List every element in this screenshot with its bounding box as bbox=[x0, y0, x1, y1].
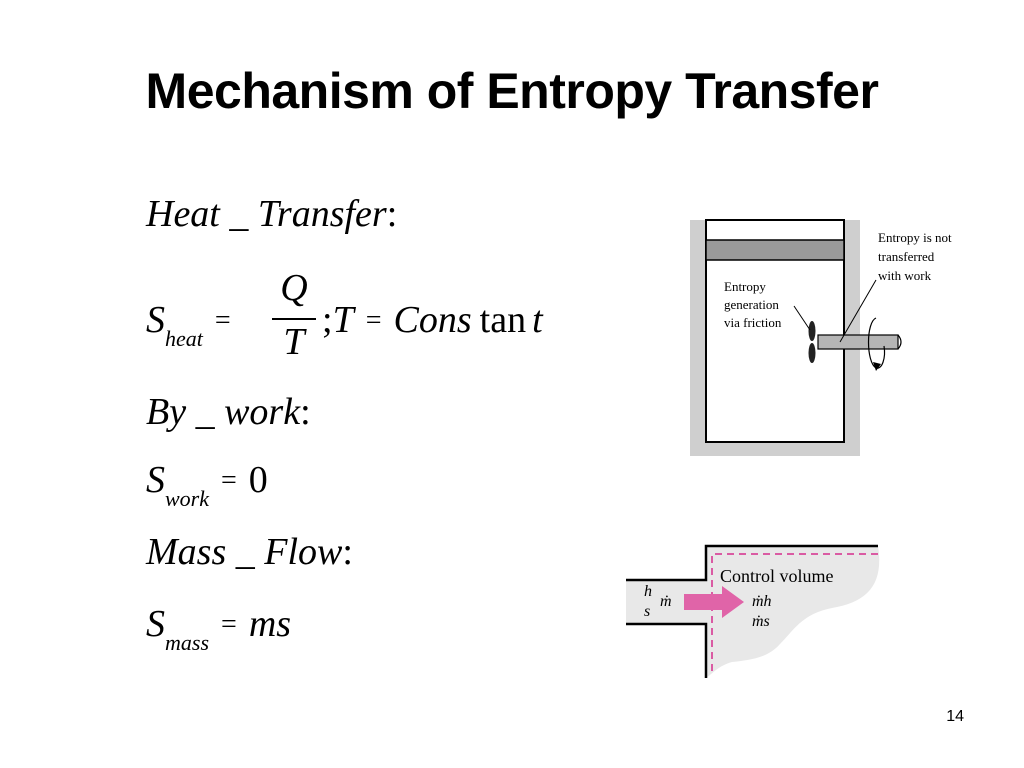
s-symbol: S bbox=[146, 299, 165, 341]
s-symbol: S bbox=[146, 603, 165, 645]
note-generation-1: Entropy bbox=[724, 279, 766, 294]
cylinder-wall-bottom bbox=[690, 442, 860, 456]
control-volume-region bbox=[626, 546, 880, 678]
note-not-transferred-1: Entropy is not bbox=[878, 230, 952, 245]
equals-sign: = bbox=[221, 465, 237, 496]
pipe-top-wall bbox=[626, 544, 878, 582]
slide-title: Mechanism of Entropy Transfer bbox=[145, 63, 879, 119]
colon: : bbox=[300, 391, 311, 433]
s-work-equation: Swork = 0 bbox=[146, 458, 268, 511]
rotation-arrow-head bbox=[873, 362, 881, 371]
heat-subscript: heat bbox=[165, 326, 203, 351]
mass-flow-figure: Control volume h s ṁ ṁh ṁs bbox=[626, 544, 880, 678]
page-number: 14 bbox=[946, 708, 964, 725]
flow-arrow bbox=[684, 586, 744, 618]
inlet-s: s bbox=[644, 603, 650, 620]
note-not-transferred-2: transferred bbox=[878, 249, 935, 264]
mass-flow-text: Mass _ Flow bbox=[146, 531, 343, 573]
s-symbol: S bbox=[146, 459, 165, 501]
note-not-transferred-3: with work bbox=[878, 268, 932, 283]
cylinder-wall-left bbox=[690, 220, 706, 456]
shaft-end bbox=[897, 334, 902, 350]
equals-sign: = bbox=[214, 305, 231, 336]
inlet-h: h bbox=[644, 583, 652, 600]
denominator-t: T bbox=[283, 321, 305, 363]
zero-value: 0 bbox=[248, 459, 268, 501]
equals-sign: = bbox=[365, 305, 382, 336]
leader-not-transferred bbox=[839, 279, 877, 343]
note-generation-2: generation bbox=[724, 297, 779, 312]
s-mass-equation: Smass = ms bbox=[146, 602, 292, 655]
by-work-text: By _ work bbox=[146, 391, 301, 433]
equals-sign: = bbox=[221, 609, 237, 640]
by-work-label: By _ work: bbox=[146, 390, 311, 434]
inlet-m-dot: ṁ bbox=[660, 593, 672, 610]
semicolon: ; bbox=[322, 299, 333, 341]
paddle-blade-top bbox=[808, 321, 816, 341]
ms-text: ms bbox=[248, 603, 292, 645]
leader-generation bbox=[793, 305, 811, 331]
numerator-q: Q bbox=[280, 267, 308, 309]
shaft bbox=[817, 334, 899, 350]
cons-text: Cons bbox=[393, 299, 472, 341]
mass-flow-label: Mass _ Flow: bbox=[146, 530, 353, 574]
work-subscript: work bbox=[165, 486, 209, 511]
mass-subscript: mass bbox=[165, 630, 210, 655]
s-heat-equation: Sheat = bbox=[146, 298, 243, 351]
heat-transfer-text: Heat _ Transfer bbox=[146, 193, 387, 235]
pipe-bottom-wall bbox=[626, 622, 708, 678]
heat-transfer-label: Heat _ Transfer: bbox=[146, 192, 397, 236]
colon: : bbox=[342, 531, 353, 573]
tan-text: tan bbox=[479, 299, 527, 341]
outlet-ms: ṁs bbox=[752, 613, 770, 630]
colon: : bbox=[386, 193, 398, 235]
outlet-mh: ṁh bbox=[752, 593, 772, 610]
control-volume-label: Control volume bbox=[720, 566, 834, 586]
t-symbol: T bbox=[332, 299, 354, 341]
work-friction-figure: Entropy is not transferred with work Ent… bbox=[690, 219, 952, 456]
note-generation-3: via friction bbox=[724, 315, 782, 330]
piston bbox=[705, 239, 845, 261]
t-end-text: t bbox=[532, 299, 543, 341]
q-over-t-fraction: Q T bbox=[272, 266, 316, 372]
paddle-blade-bottom bbox=[808, 343, 816, 363]
fraction-bar bbox=[272, 318, 316, 320]
